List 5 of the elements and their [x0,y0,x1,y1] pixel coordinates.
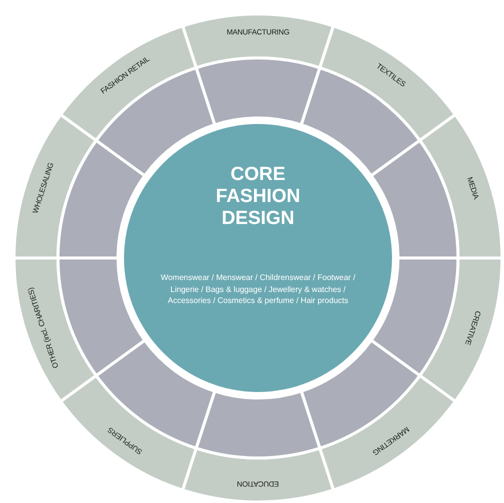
core-description: Womenswear / Menswear / Childrenswear / Footwear / Lingerie / Bags & luggage / Jewellery & watches / Accessories / Cosmetics & perfume / Hair products [160,272,356,307]
sector-segment [59,24,216,178]
sector-segment [12,256,146,403]
sector-segment [370,113,504,260]
core-heading: CORE FASHION DESIGN [214,164,302,230]
